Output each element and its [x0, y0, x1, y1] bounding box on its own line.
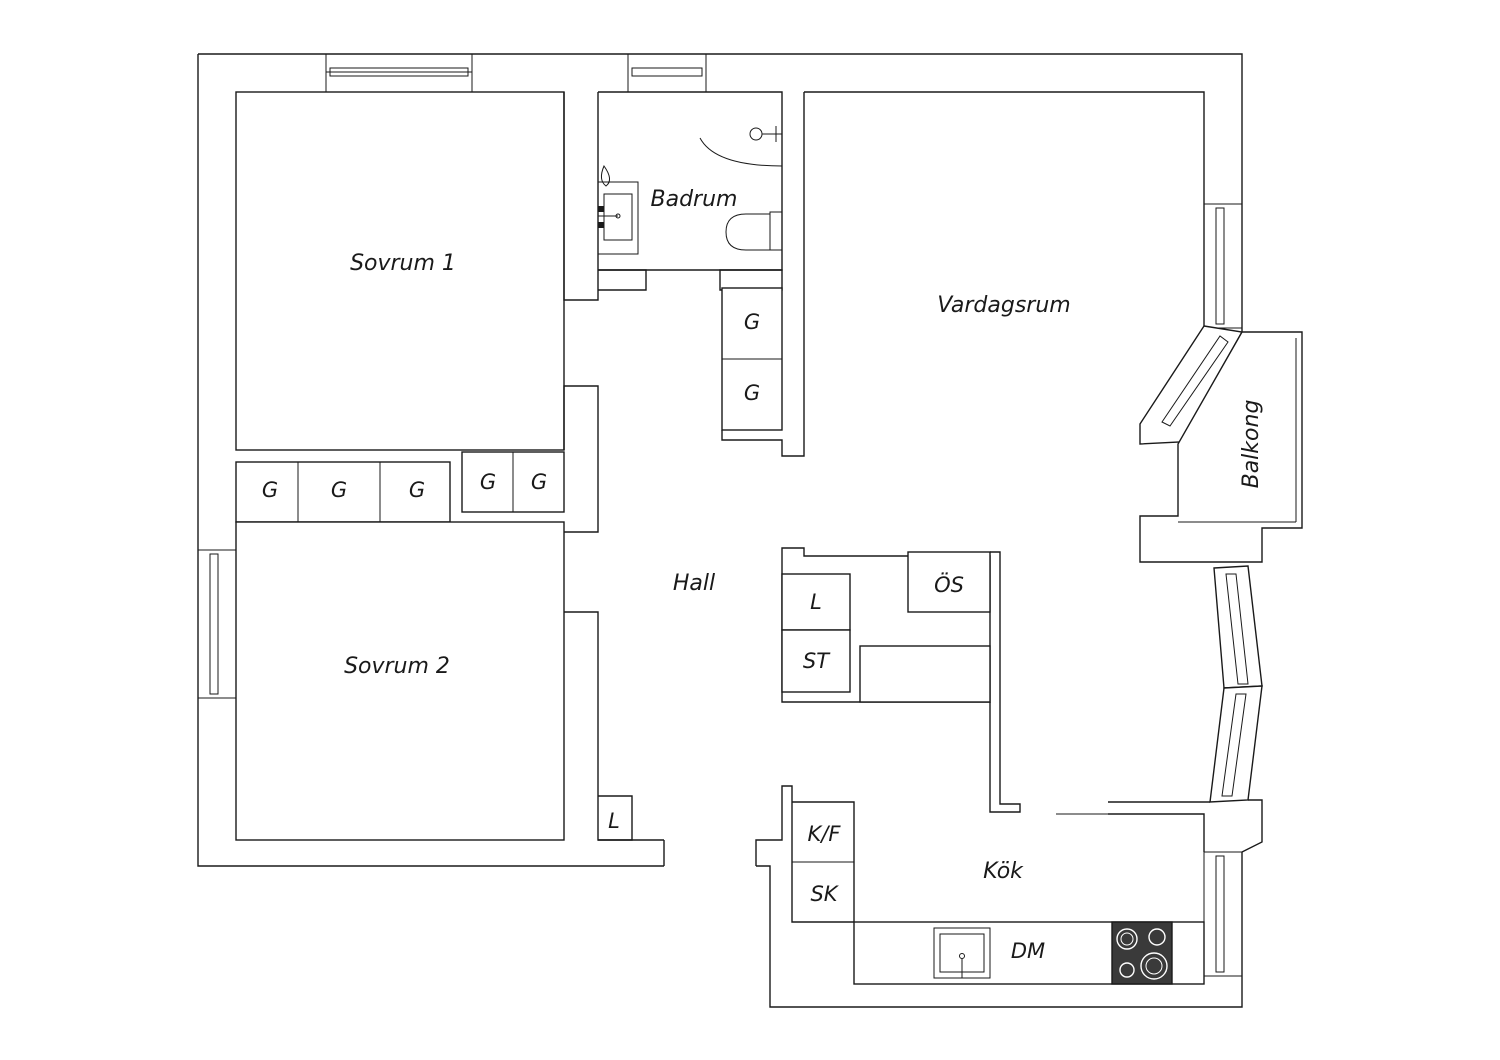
- window-badrum: [627, 53, 707, 93]
- badrum-wall-stub: [598, 269, 647, 291]
- linen-label: L: [608, 809, 620, 833]
- balkong-area: [1139, 331, 1303, 563]
- sink-icon: [597, 164, 639, 255]
- window-vardagsrum: [1203, 203, 1243, 329]
- window-sovrum2: [197, 549, 237, 699]
- shower-head-icon: [749, 126, 782, 142]
- bay-wall-end: [1241, 799, 1263, 853]
- balkong-label: Balkong: [1239, 400, 1264, 489]
- wardrobe-label: G: [331, 478, 347, 502]
- window-bay-lower: [1209, 685, 1263, 803]
- dishwasher-label: DM: [1011, 939, 1045, 963]
- sovrum1-label: Sovrum 1: [350, 251, 456, 276]
- wardrobe-label: G: [531, 470, 547, 494]
- shower-curve: [699, 137, 783, 167]
- wardrobe-row: [235, 451, 565, 523]
- kitchen-partition: [781, 547, 1021, 813]
- wardrobe-label: G: [744, 381, 760, 405]
- linen-label: L: [810, 590, 822, 614]
- wardrobe-label: G: [262, 478, 278, 502]
- sovrum1-wall-stub: [563, 92, 599, 301]
- badrum-label: Badrum: [651, 187, 738, 212]
- sovrum1-closet-wall: [563, 385, 599, 533]
- kitchen-sink-icon: [933, 927, 991, 979]
- badrum-door-stub: [719, 269, 783, 291]
- kitchen-window: [1203, 851, 1243, 977]
- window-sovrum1: [325, 53, 473, 93]
- sovrum2-room: [235, 521, 565, 841]
- stove-icon: [1111, 921, 1173, 985]
- badrum-room: [598, 91, 783, 271]
- cabinet-label: SK: [810, 882, 839, 906]
- balcony-door: [1139, 325, 1244, 445]
- window-bay-upper: [1213, 565, 1263, 689]
- storage-label: ST: [803, 649, 831, 673]
- vardagsrum-label: Vardagsrum: [937, 293, 1070, 318]
- overhead-label: ÖS: [934, 572, 964, 597]
- sovrum1-room: [235, 91, 565, 451]
- hall-wardrobe: [721, 92, 805, 457]
- wardrobe-label: G: [480, 470, 496, 494]
- kok-wall: [755, 785, 855, 923]
- sovrum2-wall: [564, 611, 633, 841]
- sovrum2-label: Sovrum 2: [344, 654, 450, 679]
- hall-label: Hall: [673, 571, 715, 596]
- fridge-freezer-label: K/F: [808, 822, 842, 846]
- kok-top-wall: [1108, 813, 1205, 852]
- toilet-icon: [725, 211, 783, 251]
- vardagsrum-room: [804, 91, 1205, 326]
- kok-label: Kök: [983, 859, 1024, 884]
- wardrobe-label: G: [744, 310, 760, 334]
- wardrobe-label: G: [409, 478, 425, 502]
